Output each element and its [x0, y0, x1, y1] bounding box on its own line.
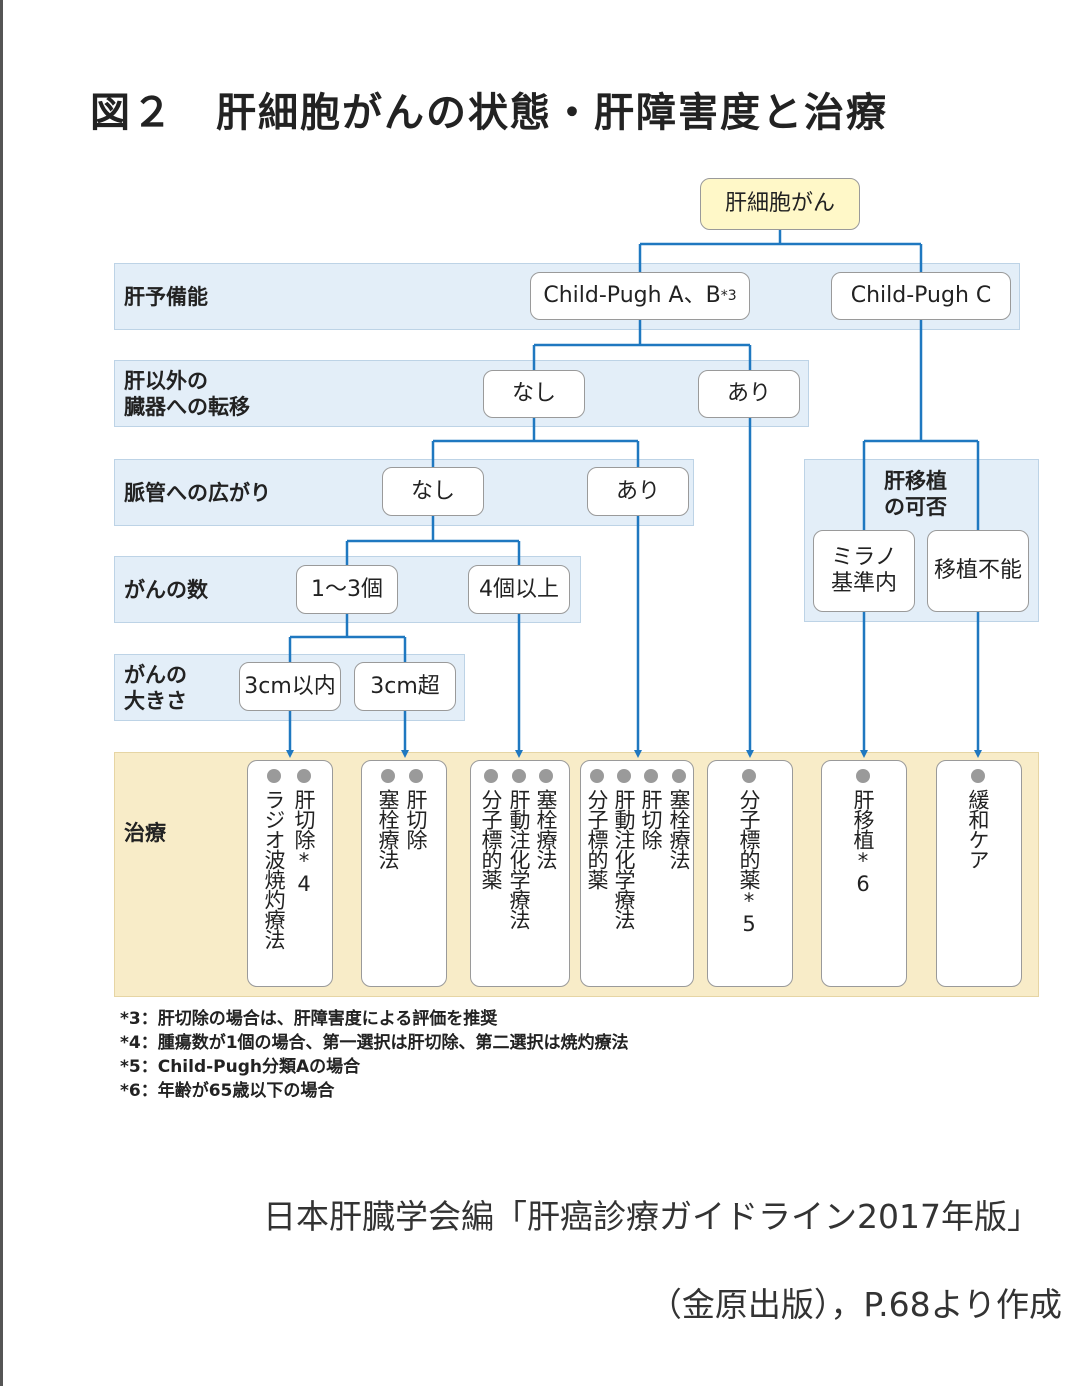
treatment-item: 緩和ケア — [965, 769, 991, 869]
treatment-item: 肝切除 — [638, 769, 664, 849]
treatment-card-7: 緩和ケア — [936, 760, 1022, 987]
node-metastasis-yes-label: あり — [726, 381, 771, 406]
treatment-item: 分子標的薬*5 — [736, 769, 762, 935]
bullet-icon — [267, 769, 281, 783]
node-count-1-3-label: 1～3個 — [311, 576, 383, 602]
treatment-card-6: 肝移植*6 — [821, 760, 907, 987]
treatment-item: 塞栓療法 — [533, 769, 559, 869]
node-metastasis-yes: あり — [698, 370, 800, 418]
bullet-icon — [590, 769, 604, 783]
bullet-icon — [409, 769, 423, 783]
bullet-icon — [856, 769, 870, 783]
node-hcc-root: 肝細胞がん — [700, 178, 860, 230]
row-label-liver-reserve: 肝予備能 — [124, 285, 208, 309]
treatment-card-2: 肝切除 塞栓療法 — [361, 760, 447, 987]
treatment-item: 塞栓療法 — [666, 769, 692, 869]
node-size-le3-label: 3cm以内 — [244, 673, 336, 699]
bullet-icon — [297, 769, 311, 783]
node-transplant-ineligible: 移植不能 — [927, 530, 1029, 612]
treatment-item: 塞栓療法 — [375, 769, 401, 869]
node-child-pugh-c: Child-Pugh C — [831, 272, 1011, 320]
treatment-item: 肝切除*4 — [291, 769, 317, 895]
treatment-text: 分子標的薬 — [585, 789, 609, 889]
footnote-4: *4：腫瘍数が1個の場合、第一選択は肝切除、第二選択は焼灼療法 — [120, 1033, 629, 1053]
bullet-icon — [971, 769, 985, 783]
transplant-eligibility-label: 肝移植 の可否 — [884, 469, 947, 519]
treatment-text: 肝移植*6 — [851, 789, 875, 895]
treatment-text: 肝切除*4 — [292, 789, 316, 895]
bullet-icon — [742, 769, 756, 783]
bullet-icon — [617, 769, 631, 783]
treatment-item: 分子標的薬 — [584, 769, 610, 889]
treatment-card-5: 分子標的薬*5 — [707, 760, 793, 987]
node-hcc-root-label: 肝細胞がん — [724, 191, 835, 216]
treatment-text: 緩和ケア — [966, 789, 990, 869]
node-milan-criteria-label: ミラノ 基準内 — [830, 545, 897, 596]
row-label-size: がんの 大きさ — [124, 663, 187, 713]
node-vascular-yes-label: あり — [615, 478, 660, 504]
footnote-3: *3：肝切除の場合は、肝障害度による評価を推奨 — [120, 1009, 498, 1029]
node-size-gt3: 3cm超 — [354, 662, 456, 711]
footnote-6: *6：年齢が65歳以下の場合 — [120, 1081, 335, 1101]
treatment-text: 塞栓療法 — [376, 789, 400, 869]
treatment-text: 肝動注化学療法 — [507, 789, 531, 929]
treatment-item: 肝動注化学療法 — [611, 769, 637, 929]
node-child-pugh-c-label: Child-Pugh C — [850, 283, 992, 308]
treatment-card-1: 肝切除*4 ラジオ波焼灼療法 — [247, 760, 333, 987]
source-citation-line1: 日本肝臓学会編「肝癌診療ガイドライン2017年版」 — [263, 1197, 1040, 1236]
treatment-item: 分子標的薬 — [478, 769, 504, 889]
node-vascular-none: なし — [382, 467, 484, 516]
node-milan-criteria: ミラノ 基準内 — [813, 530, 915, 612]
node-child-pugh-ab: Child-Pugh A、B*3 — [530, 272, 750, 320]
bullet-icon — [539, 769, 553, 783]
node-count-4plus-label: 4個以上 — [479, 576, 559, 602]
footnote-5: *5：Child-Pugh分類Aの場合 — [120, 1057, 361, 1077]
treatment-card-3: 塞栓療法 肝動注化学療法 分子標的薬 — [470, 760, 570, 987]
left-edge-line — [0, 0, 3, 1386]
treatment-text: ラジオ波焼灼療法 — [262, 789, 286, 949]
source-citation-line2: （金原出版），P.68より作成 — [648, 1285, 1062, 1324]
bullet-icon — [512, 769, 526, 783]
row-label-vascular: 脈管への広がり — [124, 481, 271, 505]
treatment-text: 肝動注化学療法 — [612, 789, 636, 929]
node-transplant-ineligible-label: 移植不能 — [933, 558, 1022, 583]
node-count-4plus: 4個以上 — [468, 565, 570, 614]
treatment-card-4: 塞栓療法 肝切除 肝動注化学療法 分子標的薬 — [580, 760, 694, 987]
bullet-icon — [484, 769, 498, 783]
bullet-icon — [644, 769, 658, 783]
node-vascular-none-label: なし — [410, 478, 455, 504]
bullet-icon — [381, 769, 395, 783]
row-label-metastasis: 肝以外の 臓器への転移 — [124, 369, 250, 419]
treatment-text: 塞栓療法 — [534, 789, 558, 869]
node-count-1-3: 1～3個 — [296, 565, 398, 614]
treatment-text: 肝切除 — [639, 789, 663, 849]
node-metastasis-none-label: なし — [511, 381, 556, 406]
node-vascular-yes: あり — [587, 467, 689, 516]
treatment-item: ラジオ波焼灼療法 — [261, 769, 287, 949]
node-size-le3: 3cm以内 — [239, 662, 341, 711]
treatment-text: 分子標的薬 — [479, 789, 503, 889]
band-metastasis — [114, 360, 809, 427]
treatment-text: 分子標的薬*5 — [737, 789, 761, 935]
figure-title: 図２ 肝細胞がんの状態・肝障害度と治療 — [90, 90, 888, 136]
node-size-gt3-label: 3cm超 — [370, 673, 440, 699]
row-label-treatment: 治療 — [124, 821, 166, 845]
treatment-item: 肝動注化学療法 — [506, 769, 532, 929]
treatment-text: 塞栓療法 — [667, 789, 691, 869]
row-label-count: がんの数 — [124, 578, 208, 602]
treatment-item: 肝移植*6 — [850, 769, 876, 895]
bullet-icon — [672, 769, 686, 783]
treatment-item: 肝切除 — [403, 769, 429, 849]
node-child-pugh-ab-label: Child-Pugh A、B — [543, 283, 721, 308]
node-metastasis-none: なし — [483, 370, 585, 418]
treatment-text: 肝切除 — [404, 789, 428, 849]
